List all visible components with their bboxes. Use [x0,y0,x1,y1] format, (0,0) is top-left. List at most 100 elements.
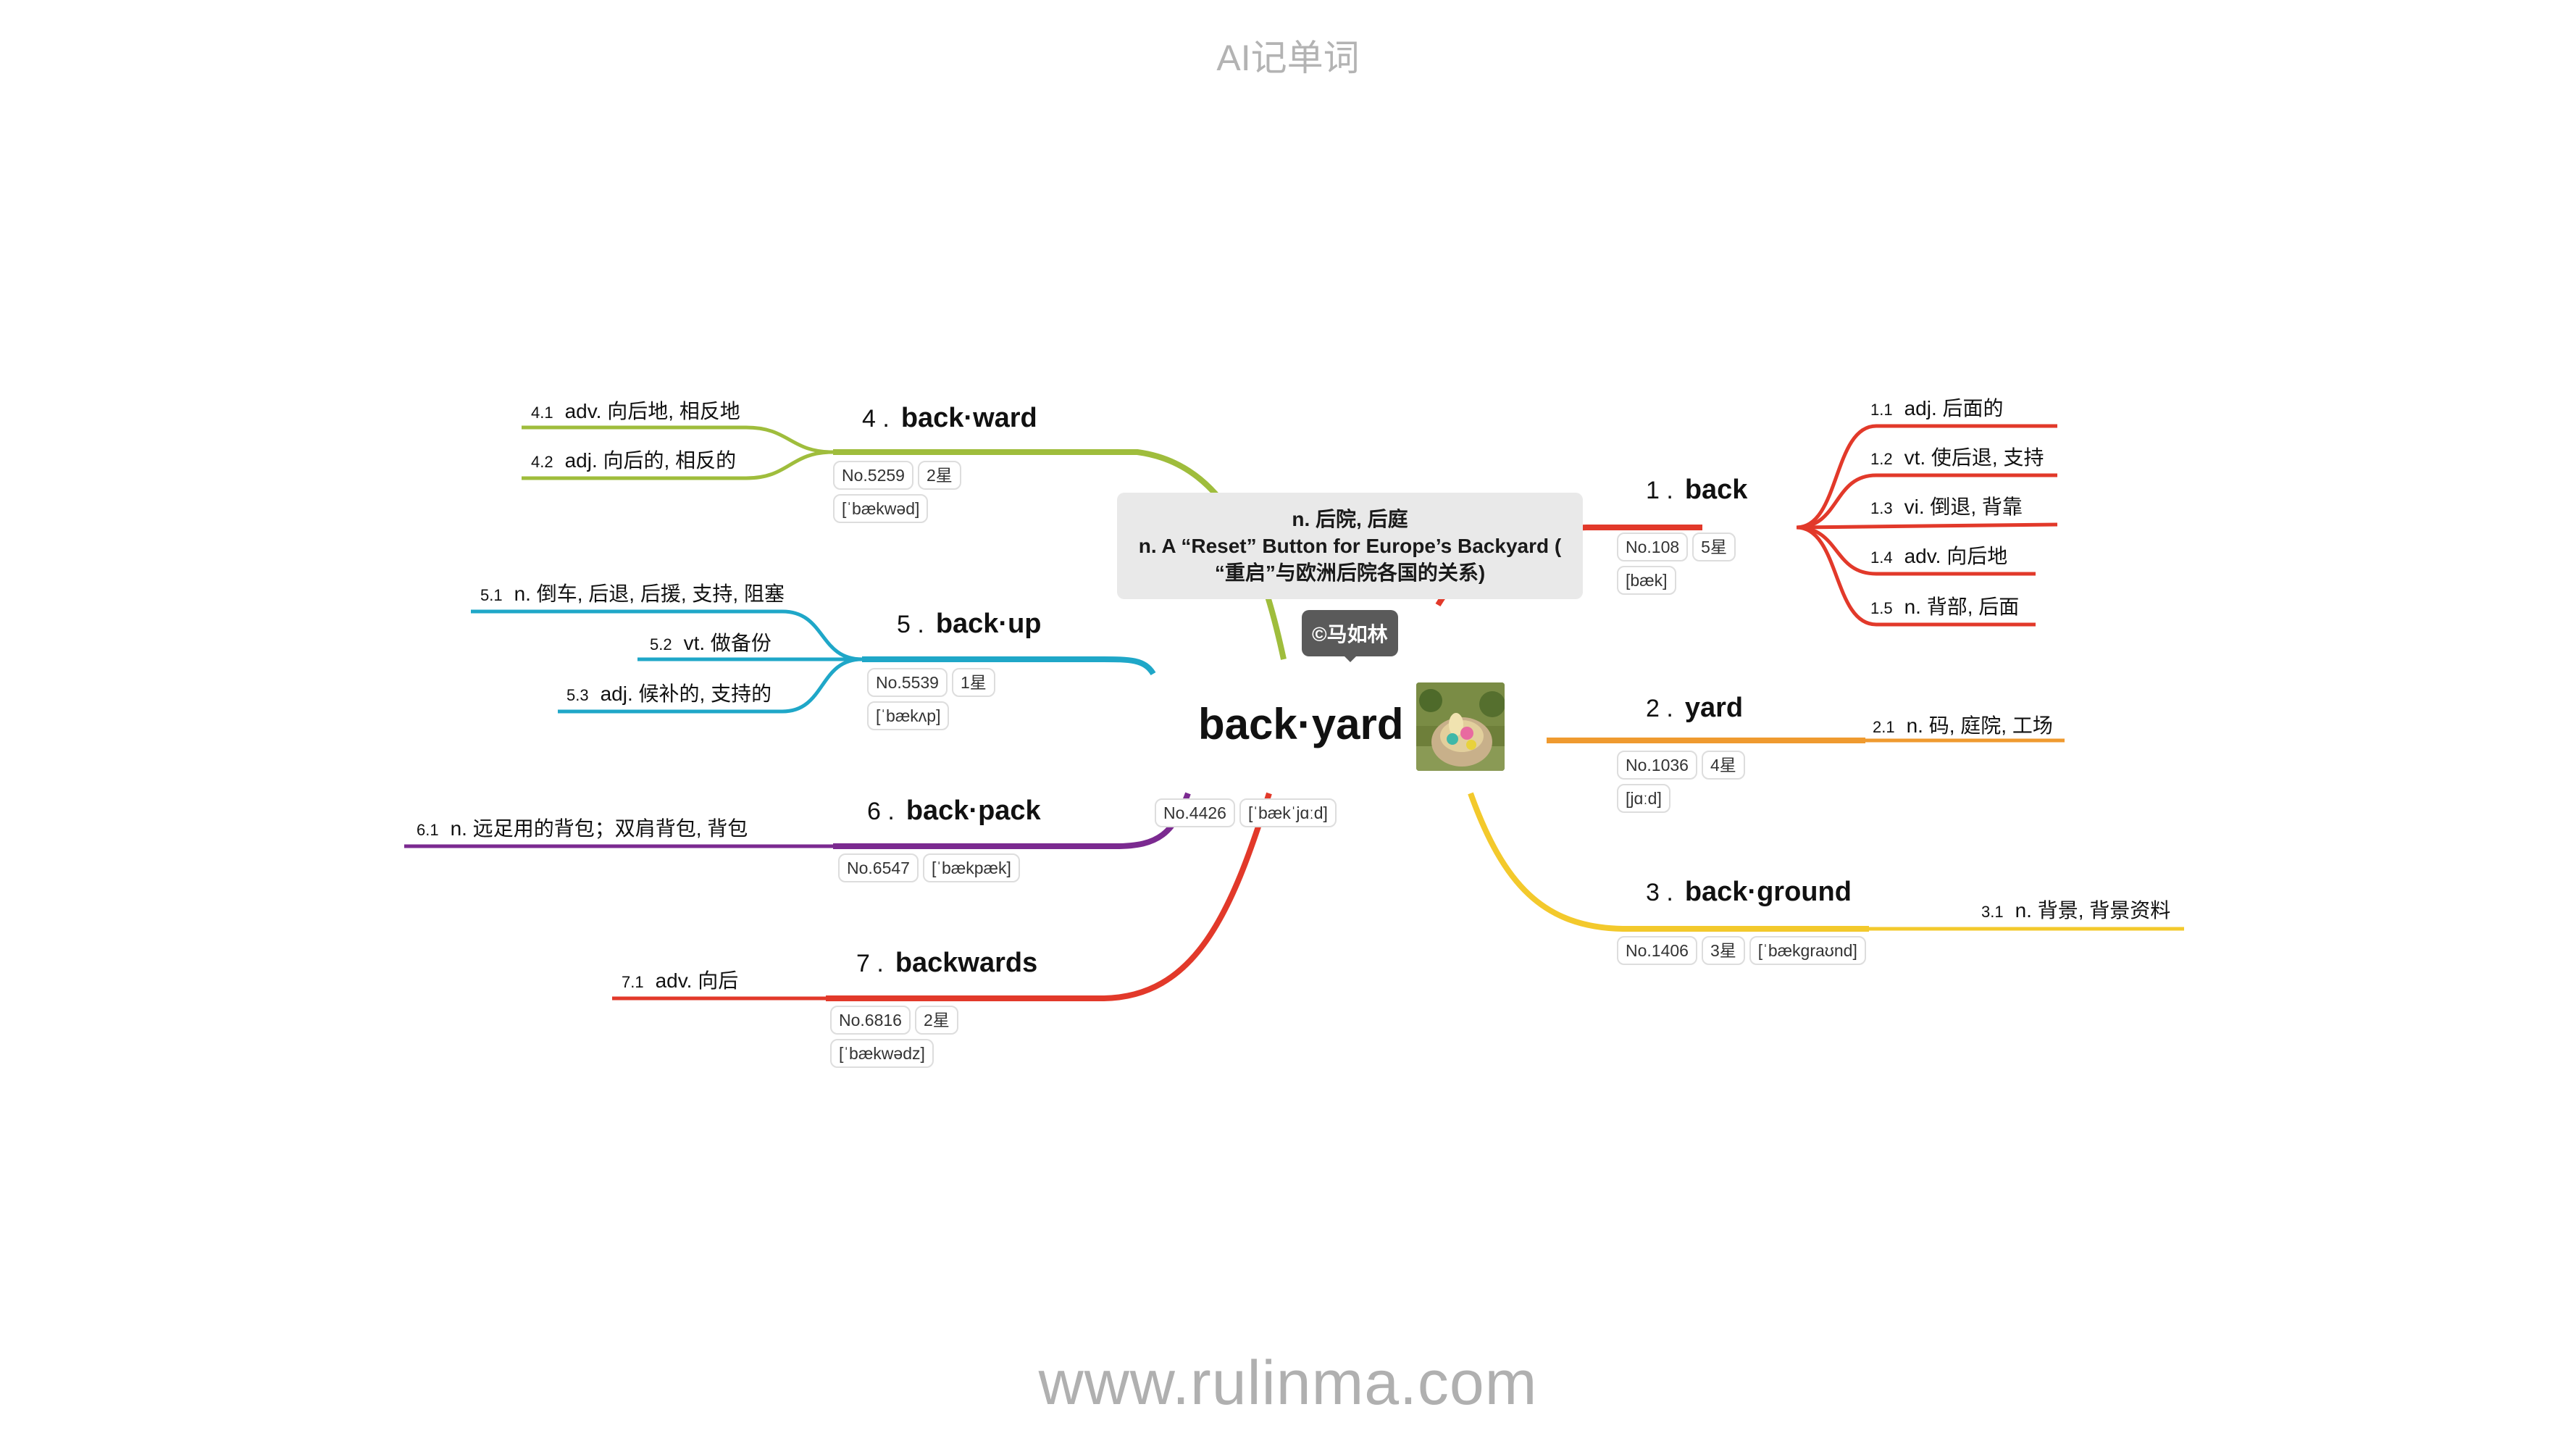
meaning-text: vi. 倒退, 背靠 [1904,496,2023,518]
meaning-index: 2.1 [1873,718,1895,736]
topic-number: 3 . [1646,879,1673,906]
central-word[interactable]: back·yard [1198,700,1404,748]
connector-5-3 [558,657,863,714]
author-badge: ©马如林 [1302,610,1398,656]
meaning-index: 1.1 [1870,401,1893,419]
meaning-index: 7.1 [622,973,644,991]
connector-1-2 [1796,473,2057,530]
phonetic-tag: [ˈbækʌp] [867,701,950,730]
topic-number: 1 . [1646,477,1673,504]
central-word-image [1416,682,1505,771]
topic-yard-tags: No.1036 4星 [jɑːd] [1617,751,1776,813]
meaning-text: adv. 向后地 [1904,545,2008,567]
topic-number: 5 . [897,611,924,638]
tooltip-line-1: n. 后院, 后庭 [1292,508,1408,530]
meaning-index: 3.1 [1981,903,2004,921]
meaning-1-1[interactable]: 1.1 adj. 后面的 [1870,393,2004,422]
meaning-index: 5.1 [480,586,503,604]
star-rating-tag: 2星 [914,1006,958,1035]
star-rating-tag: 4星 [1701,751,1745,780]
footer-website: www.rulinma.com [1038,1348,1538,1418]
meaning-text: adv. 向后 [655,969,739,992]
connector-1-1 [1796,424,2057,530]
connector-1-3 [1796,522,2058,530]
meaning-4-2[interactable]: 4.2 adj. 向后的, 相反的 [531,445,736,474]
meaning-text: adj. 候补的, 支持的 [600,682,772,705]
star-rating-tag: 5星 [1692,533,1736,561]
frequency-rank-tag: No.1036 [1617,751,1697,780]
connector-4-1 [522,425,834,454]
meaning-1-5[interactable]: 1.5 n. 背部, 后面 [1870,591,2019,620]
meaning-index: 1.5 [1870,599,1893,617]
topic-yard[interactable]: 2 . yard [1646,693,1743,724]
page-header-title: AI记单词 [1216,38,1360,78]
phonetic-tag: [ˈbækwədz] [830,1039,934,1068]
phonetic-tag: [ˈbækɡraʊnd] [1749,936,1866,965]
meaning-text: n. 码, 庭院, 工场 [1906,714,2053,737]
topic-backup[interactable]: 5 . back·up [897,609,1042,640]
central-word-tags: No.4426 [ˈbækˈjɑːd] [1155,798,1337,827]
topic-number: 4 . [862,405,890,433]
meaning-index: 4.1 [531,404,553,422]
topic-backward-tags: No.5259 2星 [ˈbækwəd] [833,461,1000,523]
topic-background[interactable]: 3 .back·ground [1646,877,1852,908]
topic-word: back·pack [906,796,1041,826]
meaning-text: vt. 做备份 [683,632,771,654]
meaning-index: 4.2 [531,453,553,471]
star-rating-tag: 1星 [951,668,995,697]
meaning-text: adj. 向后的, 相反的 [564,449,737,472]
meaning-2-1[interactable]: 2.1 n. 码, 庭院, 工场 [1873,710,2053,739]
meaning-5-1[interactable]: 5.1 n. 倒车, 后退, 后援, 支持, 阻塞 [480,578,785,607]
meaning-index: 5.3 [566,686,589,704]
meaning-index: 1.4 [1870,548,1893,567]
topic-number: 2 . [1646,695,1673,722]
tooltip-line-2: n. A “Reset” Button for Europe’s Backyar… [1138,535,1562,557]
topic-word: back·ward [900,403,1037,433]
meaning-index: 1.3 [1870,499,1893,517]
author-badge-pointer [1340,652,1360,662]
meaning-text: n. 背部, 后面 [1904,596,2020,618]
topic-back[interactable]: 1 .back [1646,475,1747,506]
meaning-3-1[interactable]: 3.1 n. 背景, 背景资料 [1981,895,2170,924]
topic-backwards-tags: No.6816 2星 [ˈbækwədz] [830,1006,997,1068]
phonetic-tag: [ˈbækpæk] [922,853,1020,882]
meaning-5-3[interactable]: 5.3 adj. 候补的, 支持的 [566,678,771,707]
star-rating-tag: 3星 [1701,936,1745,965]
meaning-1-3[interactable]: 1.3 vi. 倒退, 背靠 [1870,491,2023,520]
topic-number: 6 . [867,798,895,825]
topic-backwards[interactable]: 7 . backwards [856,948,1037,979]
connector-1-4 [1796,525,2036,576]
topic-backup-tags: No.5539 1星 [ˈbækʌp] [867,668,1026,730]
topic-word: backwards [895,948,1038,978]
meaning-text: n. 背景, 背景资料 [2015,899,2171,922]
frequency-rank-tag: No.5539 [867,668,948,697]
frequency-rank-tag: No.5259 [833,461,913,490]
topic-word: yard [1684,693,1744,723]
topic-word: back·up [935,609,1042,639]
frequency-rank-tag: No.108 [1617,533,1689,561]
meaning-text: n. 倒车, 后退, 后援, 支持, 阻塞 [514,582,785,605]
topic-background-tags: No.1406 3星 [ˈbækɡraʊnd] [1617,936,1921,965]
definition-tooltip: n. 后院, 后庭 n. A “Reset” Button for Europe… [1117,493,1583,599]
backyard-scene-icon [1416,682,1505,771]
meaning-text: n. 远足用的背包；双肩背包, 背包 [450,817,748,840]
topic-backpack[interactable]: 6 . back·pack [867,796,1041,827]
connector-4-2 [522,450,834,480]
meaning-7-1[interactable]: 7.1 adv. 向后 [622,965,738,994]
phonetic-tag: [jɑːd] [1617,784,1670,813]
topic-backpack-tags: No.6547 [ˈbækpæk] [838,853,1077,882]
frequency-rank-tag: No.6816 [830,1006,911,1035]
topic-number: 7 . [856,950,884,977]
frequency-rank-tag: No.4426 [1155,798,1235,827]
meaning-1-4[interactable]: 1.4 adv. 向后地 [1870,540,2007,569]
meaning-text: vt. 使后退, 支持 [1904,446,2044,469]
topic-backward[interactable]: 4 . back·ward [862,403,1037,434]
meaning-text: adj. 后面的 [1904,397,2004,419]
phonetic-tag: [ˈbækˈjɑːd] [1239,798,1337,827]
connector-branch-3 [1468,792,1869,932]
